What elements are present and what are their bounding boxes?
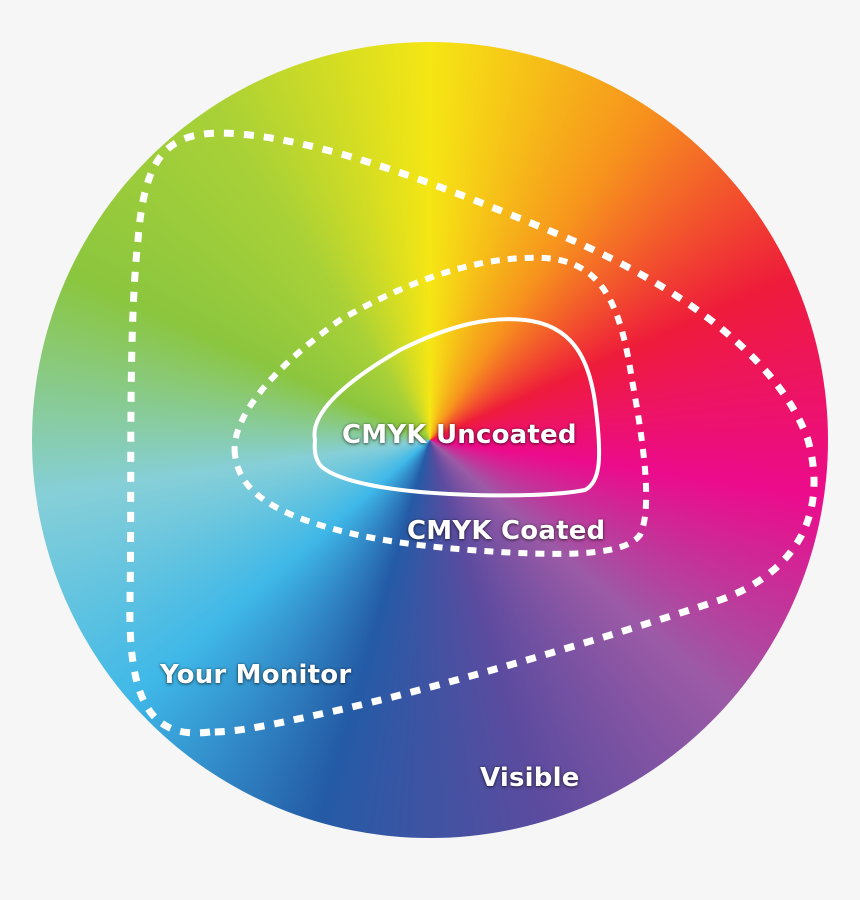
monitor-gamut-outline: [126, 129, 818, 737]
cmyk-uncoated-label: CMYK Uncoated: [342, 420, 577, 450]
visible-label: Visible: [480, 763, 580, 793]
your-monitor-label: Your Monitor: [160, 660, 352, 690]
cmyk-coated-label: CMYK Coated: [407, 516, 606, 546]
coated-gamut-outline: [231, 254, 650, 557]
visible-color-wheel: [32, 42, 828, 838]
uncoated-gamut-outline: [312, 317, 602, 498]
